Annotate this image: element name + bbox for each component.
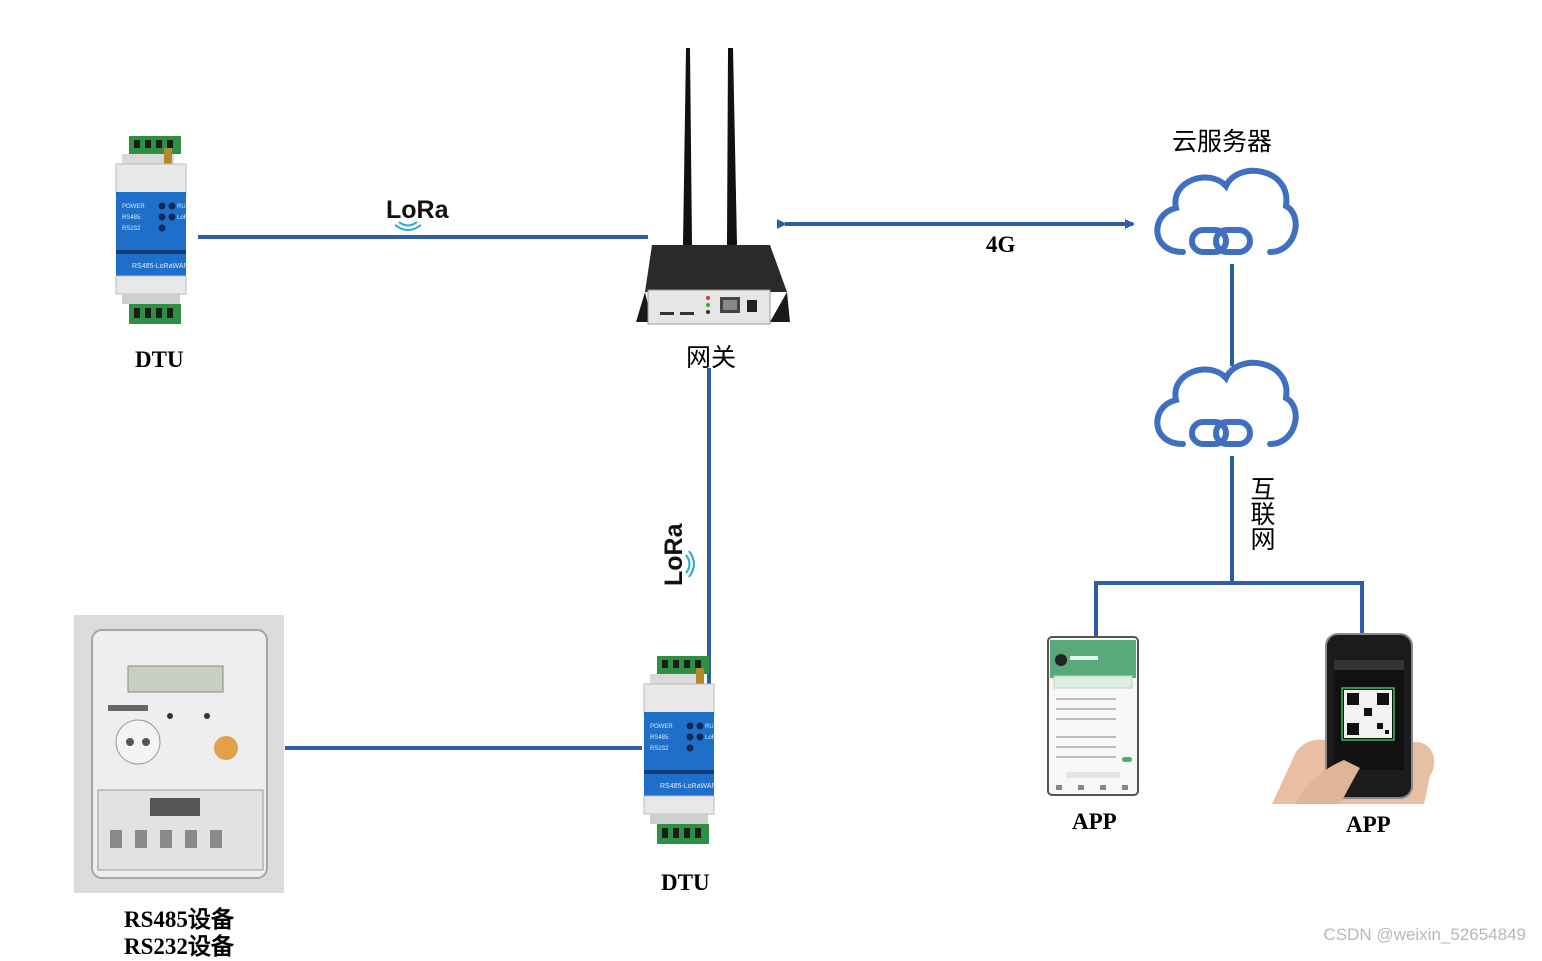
link-internet-to-apps: [1094, 581, 1364, 640]
dtu-bottom-led-lora: LoRa: [705, 735, 720, 741]
watermark: CSDN @weixin_52654849: [1323, 925, 1526, 944]
dtu-bottom-led-power: POWER: [650, 724, 673, 730]
gateway-label: 网关: [686, 343, 737, 372]
dtu-top-device: POWER RUN RS485 LoRa RS232 RS485-LoRaWAN: [115, 136, 192, 324]
dtu-top-led-run: RUN: [177, 204, 190, 210]
app-android-label: APP: [1072, 809, 1117, 834]
internet-label: 互联网: [1247, 476, 1276, 551]
lora-vertical-label: LoRa: [660, 522, 688, 586]
meter-label-line1: RS485设备: [124, 907, 234, 932]
dtu-top-led-rs232: RS232: [122, 226, 141, 232]
lora-horizontal-label: LoRa: [386, 196, 450, 224]
app-iphone-label: APP: [1346, 812, 1391, 837]
dtu-top-label: DTU: [135, 347, 184, 372]
lora-vertical-logo: LoRa: [660, 522, 695, 586]
dtu-top-led-rs485: RS485: [122, 215, 141, 221]
gateway-device: [636, 48, 790, 325]
dtu-bottom-led-rs232: RS232: [650, 746, 669, 752]
android-app-phone: [1047, 636, 1139, 796]
dtu-top-led-power: POWER: [122, 204, 145, 210]
dtu-bottom-label: DTU: [661, 870, 710, 895]
dtu-top-model: RS485-LoRaWAN: [132, 263, 189, 270]
dtu-bottom-device: POWER RUN RS485 LoRa RS232 RS485-LoRaWAN: [643, 656, 720, 844]
dtu-bottom-model: RS485-LoRaWAN: [660, 783, 717, 790]
dtu-top-led-lora: LoRa: [177, 215, 192, 221]
dtu-bottom-led-rs485: RS485: [650, 735, 669, 741]
cellular-link-label: 4G: [986, 232, 1016, 257]
cloud-server-icon: [1154, 167, 1299, 255]
cloud-server-label: 云服务器: [1172, 127, 1273, 156]
meter-label-line2: RS232设备: [124, 934, 234, 959]
iphone-in-hand: [1272, 633, 1435, 804]
dtu-bottom-led-run: RUN: [705, 724, 718, 730]
internet-cloud-icon: [1154, 359, 1299, 447]
lora-horizontal-logo: LoRa: [386, 196, 450, 231]
electric-meter-device: [74, 615, 284, 893]
